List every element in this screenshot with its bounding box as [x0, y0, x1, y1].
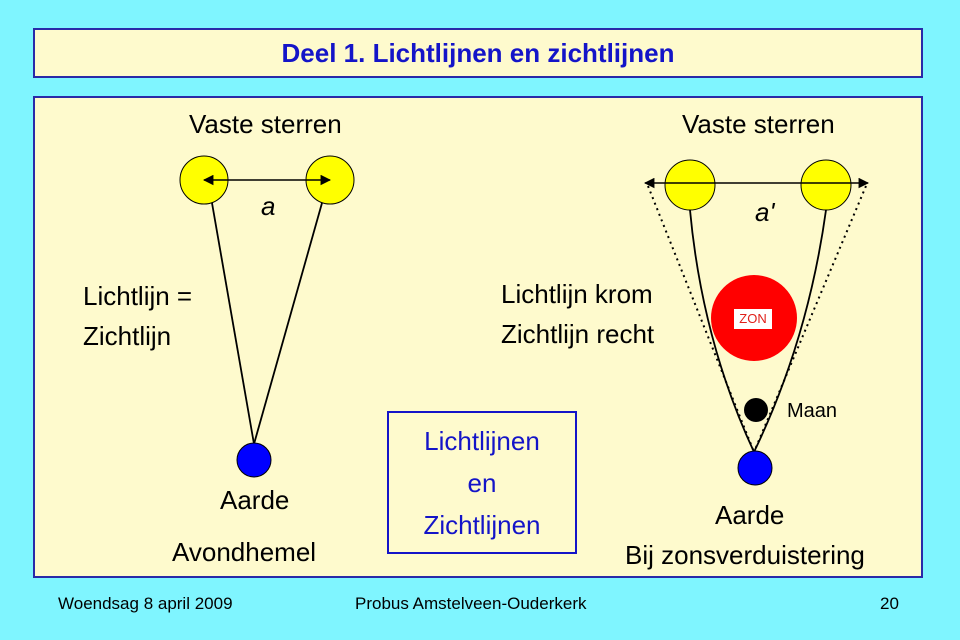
- left-line-2: [253, 202, 323, 445]
- right-sightline-2: [753, 185, 867, 453]
- center-line-3: Zichtlijnen: [423, 509, 541, 540]
- right-line-label-2: Zichtlijn recht: [501, 319, 655, 349]
- left-distance-label: a: [261, 191, 276, 221]
- footer-date: Woendsag 8 april 2009: [58, 594, 233, 613]
- left-line-label-2: Zichtlijn: [83, 321, 172, 351]
- left-earth: [236, 442, 272, 478]
- center-line-2: en: [467, 467, 497, 498]
- center-line-1: Lichtlijnen: [424, 425, 540, 456]
- right-caption: Bij zonsverduistering: [625, 540, 865, 570]
- right-distance-label: a': [755, 197, 775, 227]
- right-lightline-1: [689, 209, 755, 453]
- right-earth-label: Aarde: [715, 500, 785, 530]
- right-moon: [744, 398, 768, 422]
- left-earth-label: Aarde: [220, 485, 290, 515]
- right-earth: [737, 450, 773, 486]
- right-line-label-1: Lichtlijn krom: [501, 279, 653, 309]
- title-banner: Deel 1. Lichtlijnen en zichtlijnen: [33, 28, 923, 78]
- right-stars-label: Vaste sterren: [682, 109, 835, 139]
- right-lightline-2: [753, 209, 827, 453]
- left-stars-label: Vaste sterren: [189, 109, 342, 139]
- right-star-2: [800, 159, 852, 211]
- moon-label: Maan: [787, 400, 838, 422]
- footer-page-number: 20: [880, 594, 899, 613]
- sun-label: ZON: [734, 309, 772, 329]
- left-line-label-1: Lichtlijn =: [83, 281, 193, 311]
- left-line-1: [211, 202, 255, 445]
- left-caption: Avondhemel: [172, 537, 317, 567]
- right-star-1: [664, 159, 716, 211]
- slide-title: Deel 1. Lichtlijnen en zichtlijnen: [281, 37, 675, 68]
- footer-organization: Probus Amstelveen-Ouderkerk: [355, 594, 587, 613]
- center-legend-box: Lichtlijnen en Zichtlijnen: [387, 411, 577, 554]
